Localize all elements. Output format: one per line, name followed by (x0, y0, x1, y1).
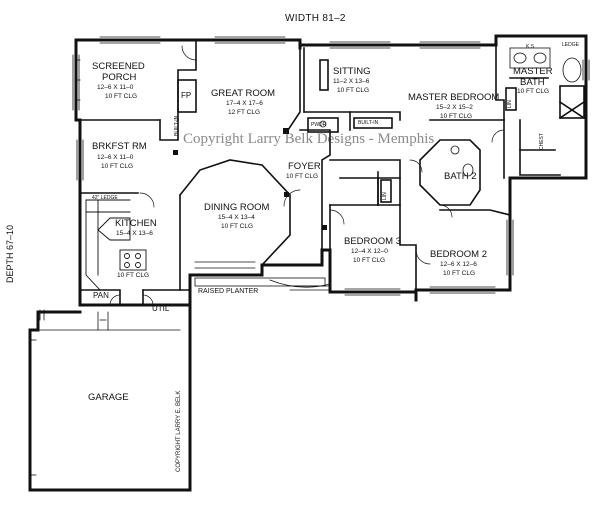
kitchen-ceiling: 10 FT CLG (117, 272, 150, 279)
exterior-wall-top-left (74, 38, 302, 50)
brkfst-rm-ceiling: 10 FT CLG (101, 163, 134, 170)
great-room-label: GREAT ROOM (211, 88, 276, 99)
exterior-wall-bedroom3 (328, 248, 418, 294)
depth-label: DEPTH 67–10 (5, 224, 15, 283)
sitting-ceiling: 10 FT CLG (337, 87, 370, 94)
master-bedroom-label: MASTER BEDROOM (408, 92, 500, 103)
exterior-wall-right (414, 176, 588, 302)
great-room-ceiling: 12 FT CLG (228, 109, 261, 116)
dining-room-dims: 15–4 X 13–4 (218, 214, 255, 221)
pantry-label: PAN (93, 291, 109, 300)
sitting-dims: 11–2 X 13–6 (333, 78, 370, 85)
foyer-ceiling: 10 FT CLG (286, 173, 319, 180)
built-in-label-great-room: BUILT-IN (174, 115, 180, 136)
linen-closet-label-hall: LIN (382, 192, 388, 200)
sitting-label: SITTING (333, 66, 371, 77)
bedroom2-dims: 12–6 X 12–6 (440, 261, 477, 268)
knee-space-label: K.S (526, 44, 535, 50)
bedroom3-label: BEDROOM 3 (344, 236, 402, 247)
utility-label: UTIL (152, 304, 170, 313)
built-in-label-sitting: BUILT-IN (358, 120, 379, 126)
bath2-label: BATH 2 (444, 171, 477, 182)
bedroom3-ceiling: 10 FT CLG (353, 257, 386, 264)
copyright-watermark: Copyright Larry Belk Designs - Memphis (183, 131, 435, 147)
garage-copyright: COPYRIGHT LARRY E. BELK (176, 390, 182, 472)
powder-room-label: PWDR (311, 122, 327, 128)
linen-closet-label-master: LIN (507, 100, 513, 108)
bedroom3-dims: 12–4 X 12–0 (351, 248, 388, 255)
width-label: WIDTH 81–2 (285, 13, 346, 24)
garage-label: GARAGE (88, 392, 129, 403)
kitchen-dims: 15–4 X 13–6 (116, 230, 153, 237)
kitchen-label: KITCHEN (115, 218, 157, 229)
screened-porch-label-2: PORCH (102, 72, 137, 83)
screened-porch-ceiling: 10 FT CLG (105, 93, 138, 100)
brkfst-rm-dims: 12–6 X 11–0 (97, 154, 134, 161)
master-bath-ledge-label: LEDGE (562, 42, 579, 48)
foyer-label: FOYER (288, 161, 321, 172)
screened-porch-dims: 12–6 X 11–0 (97, 84, 134, 91)
master-bedroom-dims: 15–2 X 15–2 (436, 104, 473, 111)
great-room-dims: 17–4 X 17–6 (226, 100, 263, 107)
fireplace-label: FP (181, 91, 192, 100)
dining-room-ceiling: 10 FT CLG (221, 223, 254, 230)
exterior-wall-top-right (298, 34, 588, 180)
master-bath-label-1: MASTER (513, 66, 553, 77)
master-bedroom-ceiling: 10 FT CLG (440, 113, 473, 120)
brkfst-rm-label: BRKFST RM (92, 141, 147, 152)
exterior-wall-dining (260, 248, 332, 277)
master-bath-label-2: BATH (520, 77, 545, 88)
dining-room-label: DINING ROOM (204, 202, 270, 213)
master-bath-ceiling: 10 FT CLG (517, 88, 550, 95)
screened-porch-label-1: SCREENED (92, 61, 145, 72)
bedroom2-label: BEDROOM 2 (430, 249, 488, 260)
garage-wall (28, 303, 192, 492)
bedroom2-ceiling: 10 FT CLG (443, 270, 476, 277)
raised-planter-label: RAISED PLANTER (198, 288, 259, 295)
kitchen-ledge-label: 42" LEDGE (92, 195, 118, 201)
chest-label: CHEST (539, 133, 545, 150)
